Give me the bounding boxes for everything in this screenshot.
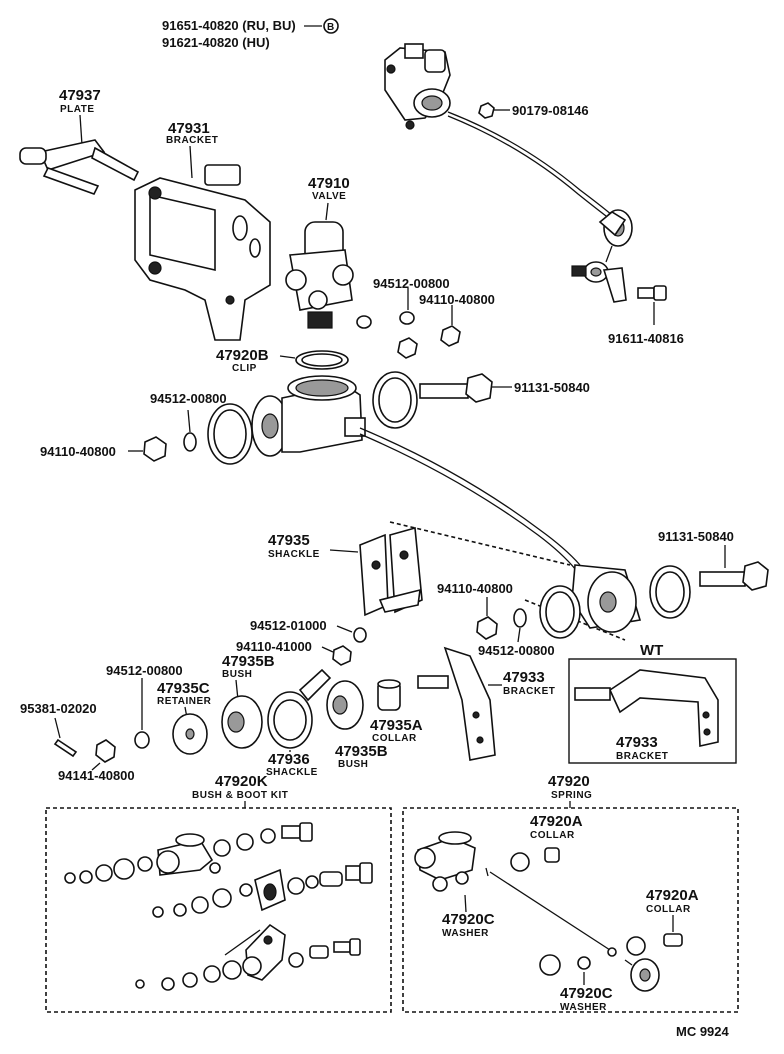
nuts-94110-upper — [397, 325, 461, 359]
part-47920K-name: BUSH & BOOT KIT — [192, 790, 288, 801]
part-47920-name: SPRING — [551, 790, 592, 801]
washer-94512-mid — [183, 432, 197, 452]
bolt-91131-upper — [419, 373, 493, 403]
fastener-94110-upper: 94110-40800 — [419, 292, 495, 307]
part-47920A-right-name: COLLAR — [646, 904, 691, 915]
part-47920A-top-name: COLLAR — [530, 830, 575, 841]
note-line-2: 91621-40820 (HU) — [162, 35, 270, 50]
fastener-94512-01000: 94512-01000 — [250, 618, 327, 633]
fastener-90179: 90179-08146 — [512, 103, 589, 118]
part-47920B-number: 47920B — [216, 347, 269, 364]
spring-end-body — [251, 375, 366, 457]
wt-frame — [568, 658, 737, 764]
part-47935B-bottom-name: BUSH — [338, 759, 368, 770]
spring-end-right — [571, 564, 642, 633]
part-47937-number: 47937 — [59, 87, 101, 104]
part-47933-wt-name: BRACKET — [616, 751, 668, 762]
fastener-94110-mid: 94110-40800 — [40, 444, 116, 459]
bracket-47933 — [417, 646, 496, 761]
collar-47935A — [377, 679, 401, 711]
fastener-94512-upper: 94512-00800 — [373, 276, 450, 291]
part-47935-number: 47935 — [268, 532, 310, 549]
valve-47910 — [285, 221, 354, 329]
plate-with-studs — [19, 139, 140, 195]
fastener-94512-lower: 94512-00800 — [106, 663, 183, 678]
part-47920K-number: 47920K — [215, 773, 268, 790]
part-47935A-number: 47935A — [370, 717, 423, 734]
nut-94141 — [95, 739, 116, 763]
washer-94512-01000 — [353, 627, 367, 643]
part-47920A-right-number: 47920A — [646, 887, 699, 904]
fastener-94512-shackle: 94512-00800 — [478, 643, 555, 658]
bolt-91611 — [637, 285, 667, 301]
part-47933-name: BRACKET — [503, 686, 555, 697]
retainer-47935C — [172, 713, 208, 755]
washer-94512-upper — [356, 311, 415, 329]
part-47931-name: BRACKET — [166, 135, 218, 146]
diagram-code: MC 9924 — [676, 1024, 730, 1039]
part-47910-name: VALVE — [312, 191, 346, 202]
part-47937-name: PLATE — [60, 104, 95, 115]
seal-ring-far — [649, 565, 691, 619]
shackle-47935 — [359, 526, 423, 617]
spring-47920-contents — [414, 831, 683, 992]
washer-94512-lower — [134, 731, 150, 749]
fastener-94110-shackle: 94110-40800 — [437, 581, 513, 596]
kit-47920K-frame — [45, 807, 392, 1013]
part-47920C-bottom-number: 47920C — [560, 985, 613, 1002]
fastener-94110-41000: 94110-41000 — [236, 639, 312, 654]
part-47935C-name: RETAINER — [157, 696, 212, 707]
spring-47920-frame — [402, 807, 739, 1013]
note-marker: B — [327, 22, 335, 33]
part-47920C-top-number: 47920C — [442, 911, 495, 928]
kit-47920K-contents — [64, 822, 373, 991]
part-47920-number: 47920 — [548, 773, 590, 790]
bolt-91131-lower — [699, 561, 769, 591]
sensor-link-arm — [571, 209, 633, 303]
nut-94110-shackle — [476, 616, 498, 640]
part-47933-wt-number: 47933 — [616, 734, 658, 751]
part-47920C-top-name: WASHER — [442, 928, 489, 939]
part-47920B-name: CLIP — [232, 363, 257, 374]
note-line-1: 91651-40820 (RU, BU) — [162, 18, 296, 33]
seal-ring-mid — [539, 585, 581, 639]
fastener-95381: 95381-02020 — [20, 701, 97, 716]
fastener-91131-upper: 91131-50840 — [514, 380, 590, 395]
part-47935C-number: 47935C — [157, 680, 210, 697]
fastener-94141: 94141-40800 — [58, 768, 135, 783]
bracket-47933-wt — [574, 669, 719, 747]
fastener-94512-mid: 94512-00800 — [150, 391, 227, 406]
nut-90179 — [478, 102, 495, 119]
cotter-pin-95381 — [53, 738, 78, 758]
part-47935A-name: COLLAR — [372, 733, 417, 744]
bush-47935B-lower — [326, 680, 364, 730]
part-47936-name: SHACKLE — [266, 767, 318, 778]
load-sensing-valve-assembly — [384, 43, 613, 220]
part-47936-number: 47936 — [268, 751, 310, 768]
fastener-91131-lower: 91131-50840 — [658, 529, 734, 544]
bracket-47931 — [134, 164, 271, 341]
seal-ring-right — [372, 371, 418, 429]
part-47920A-top-number: 47920A — [530, 813, 583, 830]
part-47910-number: 47910 — [308, 175, 350, 192]
wt-label: WT — [640, 642, 663, 659]
part-47935B-bottom-number: 47935B — [335, 743, 388, 760]
nut-94110-41000 — [332, 645, 352, 666]
part-47935-name: SHACKLE — [268, 549, 320, 560]
note-marker-circle — [323, 18, 339, 34]
part-47935B-top-name: BUSH — [222, 669, 252, 680]
part-47931-number: 47931 — [168, 120, 210, 137]
bush-47935B-upper — [221, 695, 263, 749]
washer-94512-shackle — [513, 608, 527, 628]
part-47935B-top-number: 47935B — [222, 653, 275, 670]
nut-94110-mid — [143, 436, 167, 462]
seal-ring-left — [207, 403, 253, 465]
part-47933-number: 47933 — [503, 669, 545, 686]
shackle-47936 — [267, 668, 332, 749]
clip-ring — [295, 350, 349, 370]
part-47920C-bottom-name: WASHER — [560, 1002, 607, 1013]
fastener-91611: 91611-40816 — [608, 331, 684, 346]
